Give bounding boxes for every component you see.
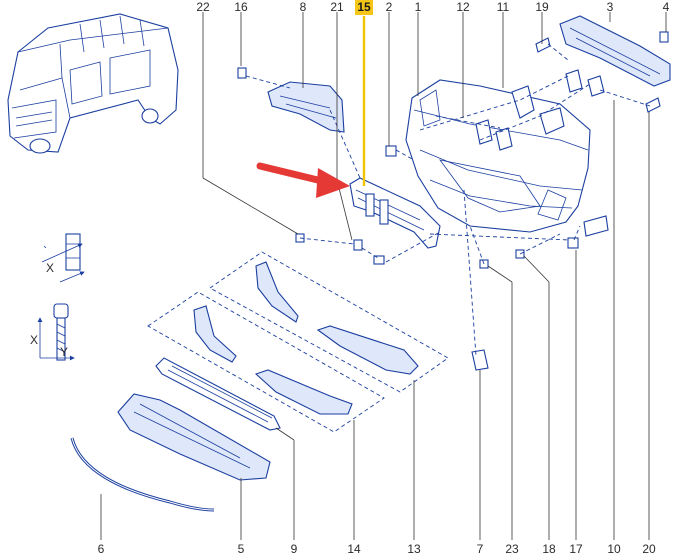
callout-13[interactable]: 13	[407, 542, 421, 556]
van-thumbnail	[7, 13, 179, 154]
callout-12[interactable]: 12	[456, 0, 470, 14]
axis-symbol-upper: X	[41, 233, 85, 283]
lip-strip	[70, 437, 215, 512]
callout-15[interactable]: 15	[357, 0, 371, 14]
air-guide	[267, 81, 345, 133]
lower-groups	[147, 251, 449, 433]
trim-strips-upper	[255, 261, 419, 375]
axis-label-y-lower: Y	[60, 345, 68, 359]
callout-21[interactable]: 21	[330, 0, 344, 14]
assembly-lines	[245, 43, 651, 357]
crossmember	[559, 15, 671, 87]
callout-6[interactable]: 6	[98, 542, 105, 556]
under-tray	[117, 393, 271, 481]
callout-1[interactable]: 1	[415, 0, 422, 14]
callout-8[interactable]: 8	[300, 0, 307, 14]
callout-23[interactable]: 23	[505, 542, 519, 556]
callout-7[interactable]: 7	[477, 542, 484, 556]
axis-symbol-lower: X Y	[30, 303, 75, 361]
callouts-bottom: 6 5 9 14 13 7 23 18 17 10 20	[98, 542, 656, 556]
callout-3[interactable]: 3	[607, 0, 614, 14]
highlight-badge	[355, 0, 373, 15]
callout-17[interactable]: 17	[569, 542, 583, 556]
leader-lines	[100, 12, 667, 540]
callout-5[interactable]: 5	[238, 542, 245, 556]
front-bumper	[405, 79, 591, 233]
callout-10[interactable]: 10	[607, 542, 621, 556]
callout-22[interactable]: 22	[196, 0, 210, 14]
lower-grille	[155, 357, 281, 431]
callout-9[interactable]: 9	[291, 542, 298, 556]
callout-20[interactable]: 20	[642, 542, 656, 556]
callout-16[interactable]: 16	[234, 0, 248, 14]
axis-label-x-upper: X	[46, 261, 54, 275]
axis-label-x-lower: X	[30, 333, 38, 347]
callout-19[interactable]: 19	[535, 0, 549, 14]
callout-11[interactable]: 11	[497, 0, 510, 14]
callout-4[interactable]: 4	[663, 0, 670, 14]
grille-upper	[349, 177, 441, 249]
callout-14[interactable]: 14	[347, 542, 361, 556]
callouts-top: 22 16 8 21 15 2 1 12 11 19 3 4	[196, 0, 669, 14]
pointer-arrow	[256, 162, 350, 198]
callout-18[interactable]: 18	[542, 542, 556, 556]
trim-strips-lower	[193, 305, 353, 415]
callout-2[interactable]: 2	[386, 0, 393, 14]
